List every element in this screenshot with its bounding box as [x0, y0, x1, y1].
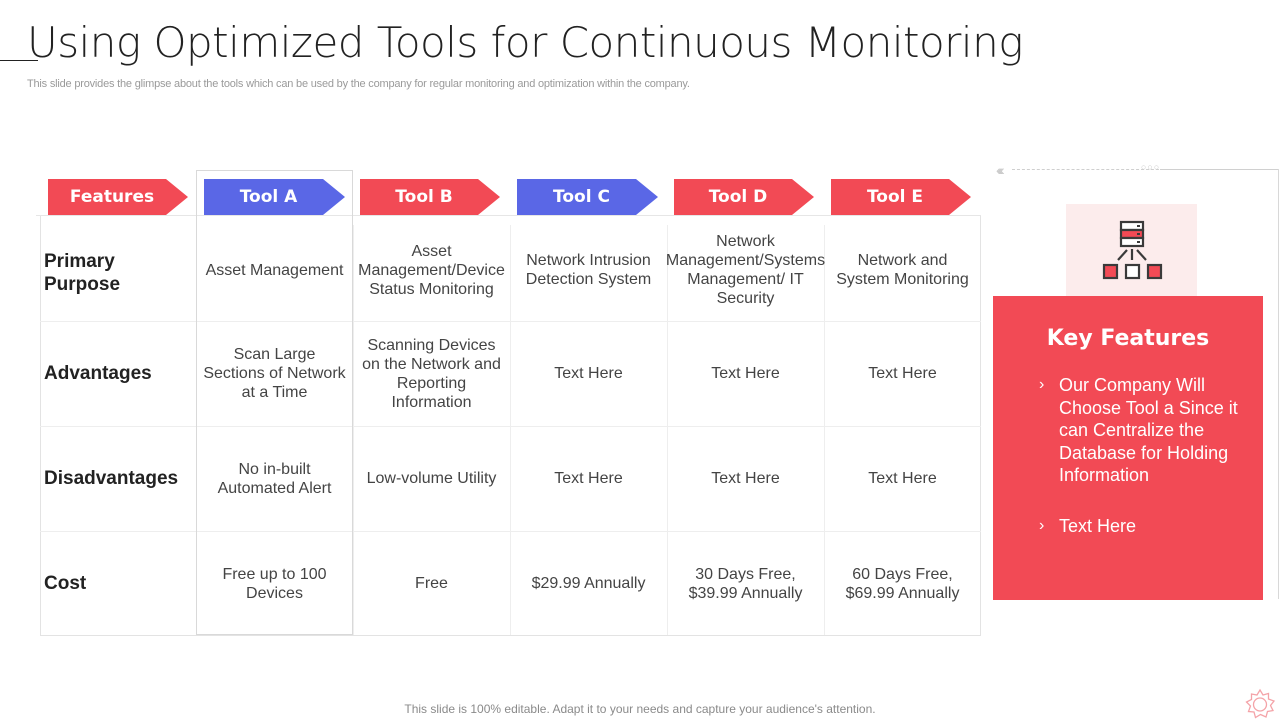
key-features-list: › Our Company Will Choose Tool a Since i… [1039, 374, 1259, 565]
decorative-dashed-line [1012, 169, 1278, 170]
header-features: Features [48, 179, 188, 215]
row-label-disadvantages: Disadvantages [44, 468, 179, 489]
table-cell: Low-volume Utility [366, 470, 497, 487]
chevron-right-icon: › [1039, 376, 1045, 393]
comparison-table [40, 215, 981, 636]
list-item: › Our Company Will Choose Tool a Since i… [1039, 374, 1259, 487]
table-cell: Text Here [711, 365, 780, 382]
key-feature-text: Our Company Will Choose Tool a Since it … [1059, 375, 1238, 485]
row-divider [40, 426, 981, 427]
header-tool-e: Tool E [831, 179, 971, 215]
table-cell: Scan Large Sections of Network at a Time [203, 346, 346, 401]
table-cell: Free [415, 575, 448, 592]
table-cell: Text Here [711, 470, 780, 487]
chevron-right-icon: › [1039, 516, 1045, 534]
key-feature-text: Text Here [1059, 515, 1137, 536]
header-tool-b: Tool B [360, 179, 500, 215]
header-tool-a: Tool A [204, 179, 345, 215]
page-title: Using Optimized Tools for Continuous Mon… [27, 18, 1023, 67]
footer-note: This slide is 100% editable. Adapt it to… [404, 702, 876, 716]
page-subtitle: This slide provides the glimpse about th… [27, 78, 690, 90]
row-divider [40, 321, 981, 322]
tool-a-highlight-frame [196, 170, 353, 635]
header-tool-c: Tool C [517, 179, 658, 215]
decorative-vertical-line [1278, 169, 1279, 599]
table-cell: Asset Management [205, 261, 344, 279]
header-divider [36, 215, 981, 216]
column-divider [510, 225, 511, 635]
key-features-panel: Key Features › Our Company Will Choose T… [993, 296, 1263, 600]
table-header: Features Tool A Tool B Tool C Tool D Too… [0, 179, 1000, 215]
table-cell: Text Here [868, 470, 937, 487]
table-cell: No in-built Automated Alert [217, 460, 332, 497]
server-network-icon [1102, 220, 1162, 279]
gear-icon [1245, 688, 1276, 719]
table-cell: Scanning Devices on the Network and Repo… [362, 336, 501, 411]
key-features-title: Key Features [1046, 326, 1210, 351]
table-cell: Text Here [554, 470, 623, 487]
decorative-line [1160, 169, 1278, 170]
table-cell: Asset Management/Device Status Monitorin… [358, 242, 505, 298]
table-cell: Network and System Monitoring [836, 252, 969, 288]
table-cell: Free up to 100 Devices [222, 565, 327, 602]
icon-box [1066, 204, 1197, 297]
table-cell: Network Intrusion Detection System [525, 252, 652, 288]
row-label-advantages: Advantages [44, 363, 152, 384]
row-label-primary-purpose: Primary Purpose [44, 251, 121, 295]
table-cell: 30 Days Free, $39.99 Annually [688, 565, 803, 602]
column-divider [824, 225, 825, 635]
table-cell: Network Management/Systems Management/ I… [665, 233, 826, 307]
row-label-cost: Cost [44, 573, 87, 594]
header-tool-d: Tool D [674, 179, 814, 215]
dots-icon: ○○○ [1141, 162, 1161, 172]
table-cell: $29.99 Annually [531, 575, 646, 592]
table-cell: Text Here [868, 365, 937, 382]
table-cell: 60 Days Free, $69.99 Annually [845, 565, 960, 602]
column-divider [667, 225, 668, 635]
table-cell: Text Here [554, 365, 623, 382]
column-divider [353, 225, 354, 635]
title-rule [0, 60, 38, 61]
list-item: › Text Here [1039, 515, 1259, 538]
row-divider [40, 531, 981, 532]
